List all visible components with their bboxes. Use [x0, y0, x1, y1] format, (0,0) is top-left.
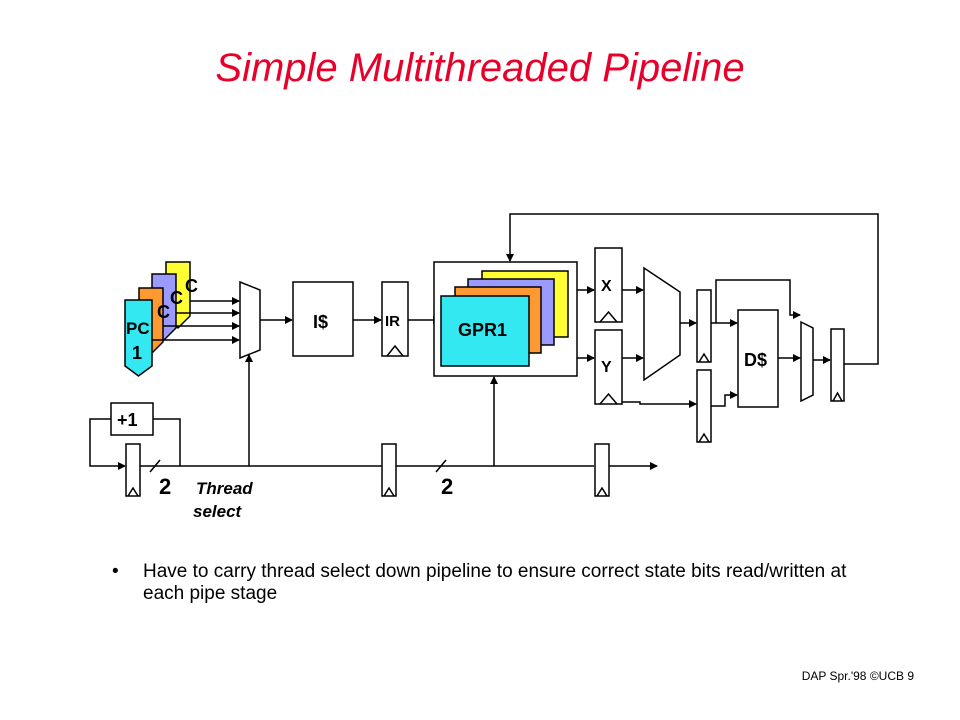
thread-select-label-line2: select — [193, 502, 243, 521]
thread-select-label-line1: Thread — [196, 479, 253, 498]
instruction-cache-label: I$ — [313, 312, 328, 332]
thread-mux — [239, 280, 261, 360]
writeback-feedback-path — [506, 213, 879, 365]
gpr1-register-file — [440, 295, 530, 367]
pc-register-4-label: C — [185, 276, 198, 296]
gpr1-label: GPR1 — [458, 320, 507, 340]
pc-register-3-label: C — [170, 288, 183, 308]
x-register: X — [594, 247, 623, 323]
instruction-register: IR — [381, 281, 409, 357]
y-register-label: Y — [601, 359, 612, 376]
instruction-register-label: IR — [385, 313, 400, 330]
bus-width-label-2: 2 — [441, 474, 453, 499]
pc-register-1-number: 1 — [132, 343, 142, 363]
data-cache-label: D$ — [744, 350, 767, 370]
writeback-mux — [800, 320, 814, 403]
bullet-text: Have to carry thread select down pipelin… — [143, 561, 847, 604]
gpr-file-stack: GPR1 — [440, 270, 569, 367]
slide-title: Simple Multithreaded Pipeline — [215, 46, 745, 90]
bullet-marker: • — [112, 561, 119, 582]
data-cache: D$ — [737, 309, 779, 408]
writeback-register — [830, 328, 845, 402]
thread-select-register-2 — [381, 443, 397, 497]
pc-to-mux-arrows — [152, 297, 240, 344]
x-register-label: X — [601, 278, 612, 295]
pc-register-1-label: PC — [126, 319, 150, 338]
pc-register-stack: C C C PC 1 — [124, 261, 198, 377]
bus-width-label-1: 2 — [159, 474, 171, 499]
alu — [643, 266, 681, 382]
instruction-cache: I$ — [292, 281, 354, 357]
incrementer-label: +1 — [117, 410, 138, 430]
pc-register-2-label: C — [157, 302, 170, 322]
y-register: Y — [594, 329, 623, 405]
thread-select-register — [125, 443, 141, 497]
store-data-register — [696, 369, 712, 443]
slide-footer: DAP Spr.'98 ©UCB 9 — [801, 669, 914, 683]
thread-select-register-3 — [594, 443, 610, 497]
incrementer: +1 — [110, 402, 154, 436]
pc-register-1: PC 1 — [124, 299, 153, 377]
alu-output-register — [696, 289, 712, 363]
